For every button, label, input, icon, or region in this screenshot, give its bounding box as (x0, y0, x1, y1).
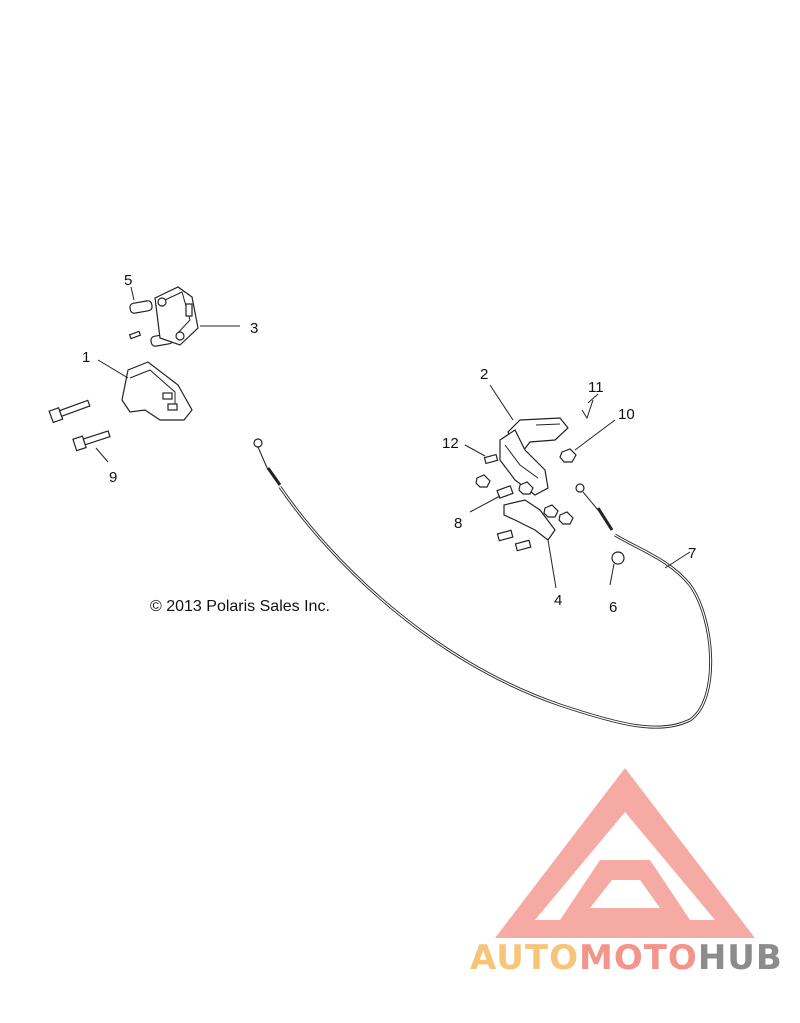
small-screw (128, 330, 142, 340)
plate-part-4 (503, 499, 557, 589)
logo-mark-icon (495, 768, 755, 938)
logo-part-moto: MOTO (578, 938, 698, 978)
clip-part-6 (609, 551, 625, 586)
callout-9: 9 (109, 469, 117, 486)
callout-2: 2 (480, 366, 488, 383)
callout-5: 5 (124, 272, 132, 289)
screw-part-12 (464, 444, 499, 465)
bracket-part-1 (97, 359, 193, 421)
spring-part-11 (581, 393, 599, 420)
callout-4: 4 (554, 592, 562, 609)
brake-cable-right-end (575, 483, 691, 569)
logo-part-auto: AUTO (470, 938, 579, 978)
logo-part-hub: HUB (697, 938, 783, 978)
bolt-part-9 (48, 399, 111, 463)
nut-part-10 (559, 419, 616, 463)
logo-wordmark: AUTOMOTOHUB (470, 938, 783, 978)
callout-6: 6 (609, 599, 617, 616)
callout-8: 8 (454, 515, 462, 532)
callout-3: 3 (250, 320, 258, 337)
callout-7: 7 (688, 545, 696, 562)
copyright-notice: © 2013 Polaris Sales Inc. (150, 598, 330, 615)
callout-1: 1 (82, 349, 90, 366)
callout-10: 10 (618, 406, 635, 423)
bracket-part-3 (154, 286, 240, 346)
parking-brake-handle-part-2 (489, 384, 569, 496)
brake-cable-left (253, 438, 713, 729)
callout-11: 11 (588, 379, 604, 396)
callout-12: 12 (442, 435, 459, 452)
bolt-part-8 (469, 485, 532, 552)
